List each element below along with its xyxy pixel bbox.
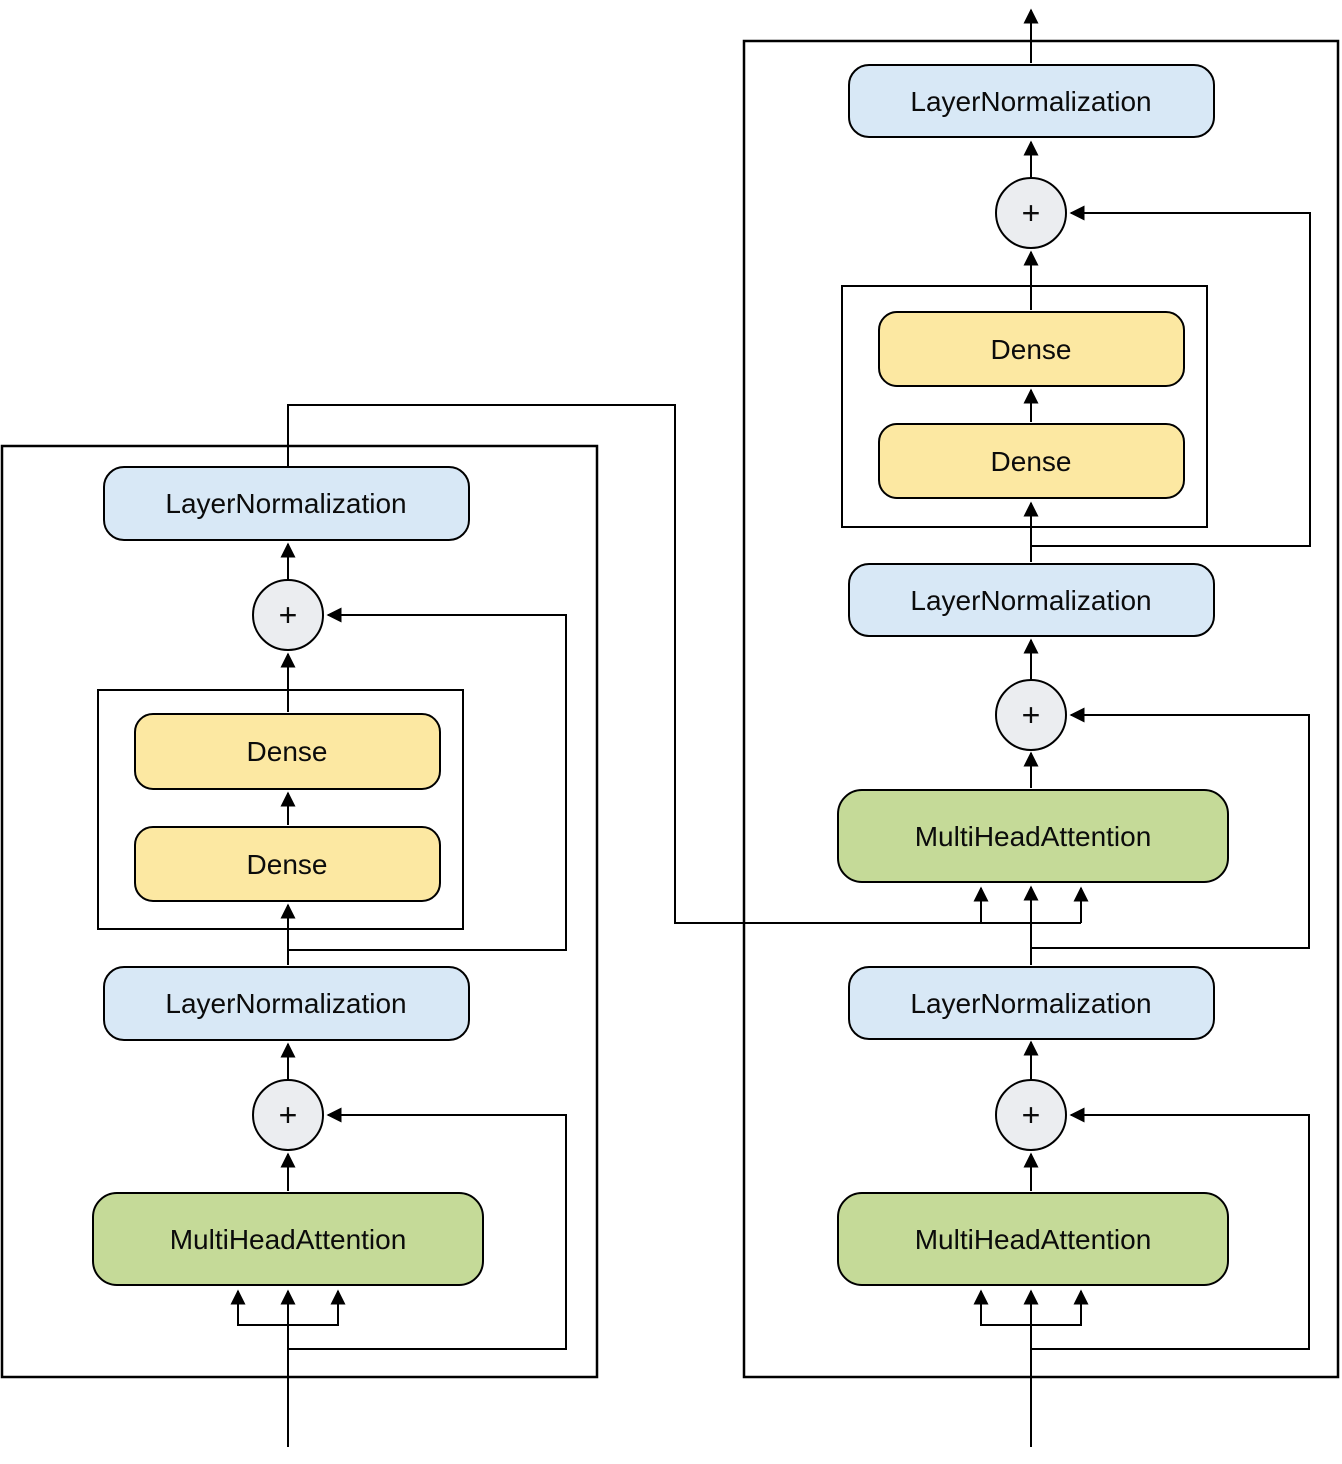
encoder-add-symbol-2: + (279, 597, 298, 633)
decoder-dense-upper-label: Dense (991, 334, 1072, 365)
decoder-self-attention-bracket (973, 1289, 1089, 1326)
decoder-feedforward-group-box (841, 285, 1208, 528)
encoder-outer-box (0, 444, 599, 1379)
encoder-feedforward-group-box (97, 689, 464, 930)
encoder-layernorm-bottom-node (103, 966, 470, 1041)
decoder-layernorm-mid-node (848, 563, 1215, 637)
encoder-dense-upper-label: Dense (247, 736, 328, 767)
decoder-add-circle-top (995, 177, 1067, 249)
encoder-dense-lower-node (134, 826, 441, 902)
encoder-self-attention-bracket (230, 1289, 346, 1326)
decoder-add-circle-bottom (995, 1079, 1067, 1151)
decoder-block: LayerNormalization + Dense Dense LayerNo… (742, 8, 1340, 1447)
encoder-ffn-residual-wire (288, 607, 567, 951)
decoder-add-circle-mid (995, 679, 1067, 751)
decoder-self-attention-residual-wire (1031, 1107, 1310, 1350)
decoder-layernorm-top-node (848, 64, 1215, 138)
encoder-add-circle-2 (252, 579, 324, 651)
decoder-self-attention-node (837, 1192, 1229, 1286)
decoder-add-symbol-bottom: + (1022, 1097, 1041, 1133)
encoder-layernorm-bottom-label: LayerNormalization (165, 988, 406, 1019)
encoder-add-circle-1 (252, 1079, 324, 1151)
decoder-self-attention-label: MultiHeadAttention (915, 1224, 1152, 1255)
encoder-block: LayerNormalization + Dense Dense LayerNo… (0, 404, 1089, 1447)
encoder-attention-node (92, 1192, 484, 1286)
encoder-layernorm-top-label: LayerNormalization (165, 488, 406, 519)
decoder-cross-attention-label: MultiHeadAttention (915, 821, 1152, 852)
encoder-attention-label: MultiHeadAttention (170, 1224, 407, 1255)
decoder-layernorm-bottom-label: LayerNormalization (910, 988, 1151, 1019)
encoder-add-symbol-1: + (279, 1097, 298, 1133)
encoder-output-wire (287, 404, 1081, 924)
decoder-dense-upper-node (878, 311, 1185, 387)
encoder-dense-upper-node (134, 713, 441, 790)
decoder-ffn-residual-wire (1031, 205, 1311, 547)
encoder-layernorm-top-node (103, 466, 470, 541)
decoder-layernorm-top-label: LayerNormalization (910, 86, 1151, 117)
encoder-attention-residual-wire (288, 1107, 567, 1350)
decoder-outer-box (742, 39, 1340, 1379)
decoder-cross-attention-node (837, 789, 1229, 883)
decoder-dense-lower-label: Dense (991, 446, 1072, 477)
decoder-add-symbol-top: + (1022, 195, 1041, 231)
decoder-layernorm-bottom-node (848, 966, 1215, 1040)
decoder-cross-attention-residual-wire (1031, 707, 1310, 949)
decoder-add-symbol-mid: + (1022, 697, 1041, 733)
encoder-dense-lower-label: Dense (247, 849, 328, 880)
decoder-dense-lower-node (878, 423, 1185, 499)
decoder-layernorm-mid-label: LayerNormalization (910, 585, 1151, 616)
